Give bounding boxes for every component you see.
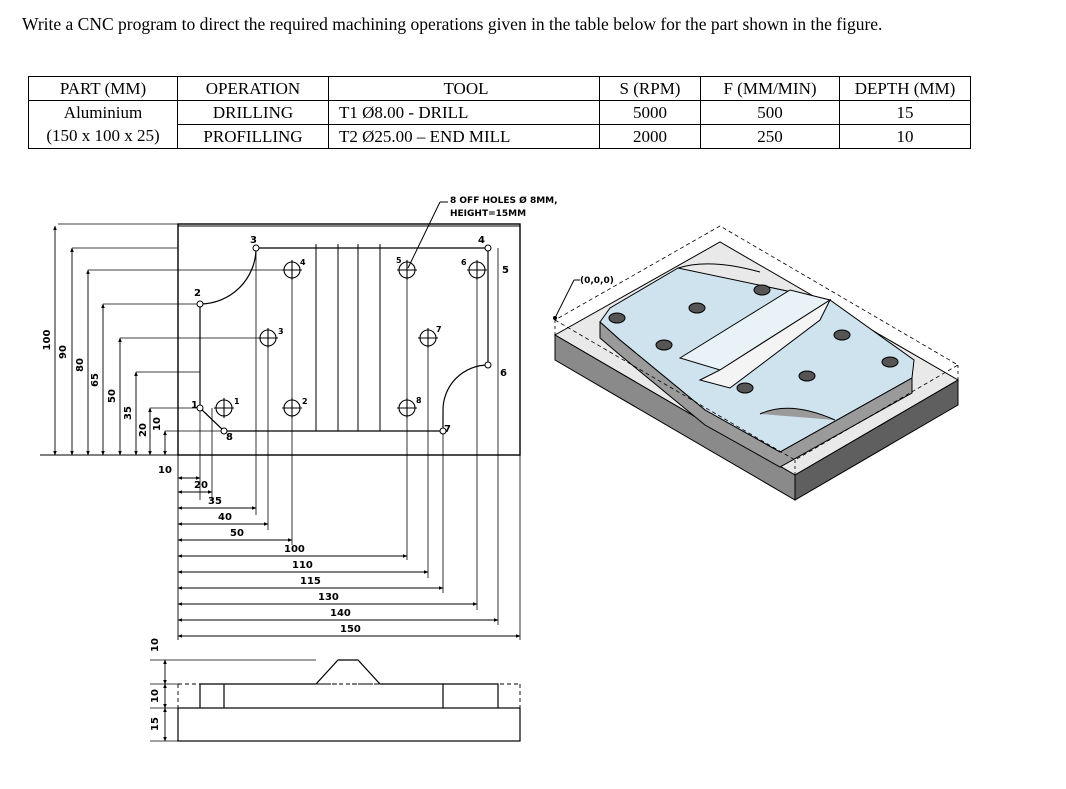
machining-table: PART (MM) OPERATION TOOL S (RPM) F (MM/M…	[28, 76, 971, 149]
profile-point-label: 5	[502, 265, 509, 276]
dim-horizontal: 40	[218, 512, 232, 523]
cell-depth: 10	[839, 124, 971, 149]
dim-horizontal: 10	[158, 465, 172, 476]
table-row: Aluminium DRILLING T1 Ø8.00 - DRILL 5000…	[28, 100, 971, 125]
vertical-dimensions	[40, 225, 178, 456]
cell-tool: T1 Ø8.00 - DRILL	[328, 100, 600, 125]
dim-side: 15	[150, 717, 161, 731]
hole-label: 2	[302, 397, 308, 406]
col-header-operation: OPERATION	[177, 76, 329, 101]
dim-horizontal: 20	[194, 480, 208, 491]
dim-vertical: 20	[138, 423, 149, 437]
dim-horizontal: 140	[330, 608, 351, 619]
profile-point-markers	[196, 244, 492, 435]
hole-label: 8	[416, 396, 422, 405]
dim-horizontal: 115	[300, 576, 321, 587]
hole-7	[418, 328, 438, 348]
side-view	[150, 659, 521, 742]
profile-point-label: 7	[444, 424, 451, 435]
hole-label: 5	[396, 256, 402, 265]
cell-speed: 2000	[599, 124, 701, 149]
dim-vertical: 10	[152, 417, 163, 431]
hole-label: 1	[234, 397, 240, 406]
cell-feed: 250	[700, 124, 840, 149]
col-header-speed: S (RPM)	[599, 76, 701, 101]
hole-5	[397, 260, 417, 280]
cell-tool: T2 Ø25.00 – END MILL	[328, 124, 600, 149]
question-text: Write a CNC program to direct the requir…	[22, 14, 883, 34]
table-row: (150 x 100 x 25) PROFILLING T2 Ø25.00 – …	[28, 124, 971, 149]
dim-vertical: 65	[90, 373, 101, 387]
profile-point-label: 2	[194, 288, 201, 299]
holes-note: 8 OFF HOLES Ø 8MM, HEIGHT=15MM	[407, 195, 558, 269]
holes-note-line2: HEIGHT=15MM	[450, 209, 526, 219]
profile-point-label: 1	[191, 400, 198, 411]
table-header-row: PART (MM) OPERATION TOOL S (RPM) F (MM/M…	[28, 76, 971, 101]
profile-point-label: 3	[250, 235, 257, 246]
dim-side: 10	[150, 638, 161, 652]
col-header-part: PART (MM)	[28, 76, 178, 101]
dim-horizontal: 130	[318, 592, 339, 603]
profile-point-label: 4	[478, 235, 485, 246]
dim-horizontal: 110	[292, 560, 313, 571]
origin-label: (0,0,0)	[580, 276, 614, 286]
hole-label: 7	[436, 325, 442, 334]
holes-note-line1: 8 OFF HOLES Ø 8MM,	[450, 195, 558, 206]
cell-part-size: (150 x 100 x 25)	[28, 124, 178, 149]
hole-3	[258, 328, 278, 348]
hole-8	[397, 398, 417, 418]
hole-label: 3	[278, 327, 284, 336]
hole-label: 6	[461, 258, 467, 267]
cell-feed: 500	[700, 100, 840, 125]
dim-horizontal: 100	[284, 544, 305, 555]
hole-4	[282, 260, 302, 280]
hole-1	[214, 398, 234, 418]
dim-vertical: 100	[42, 330, 53, 351]
profile-point-label: 6	[500, 368, 507, 379]
dim-horizontal: 50	[230, 528, 244, 539]
dim-vertical: 50	[107, 389, 118, 403]
hole-2	[282, 398, 302, 418]
cell-operation: PROFILLING	[177, 124, 329, 149]
dim-vertical: 35	[123, 406, 134, 420]
drill-holes	[214, 260, 487, 418]
cell-operation: DRILLING	[177, 100, 329, 125]
dim-horizontal: 35	[208, 496, 222, 507]
dim-vertical: 80	[75, 358, 86, 372]
isometric-view: (0,0,0)	[553, 225, 959, 501]
horizontal-dimensions	[177, 455, 521, 640]
hole-label: 4	[300, 258, 306, 267]
hole-6	[467, 260, 487, 280]
cell-part-material: Aluminium	[28, 100, 178, 125]
profile-point-label: 8	[226, 432, 233, 443]
dim-side: 10	[150, 689, 161, 703]
dim-horizontal: 150	[340, 624, 361, 635]
col-header-tool: TOOL	[328, 76, 600, 101]
dim-vertical: 90	[58, 345, 69, 359]
